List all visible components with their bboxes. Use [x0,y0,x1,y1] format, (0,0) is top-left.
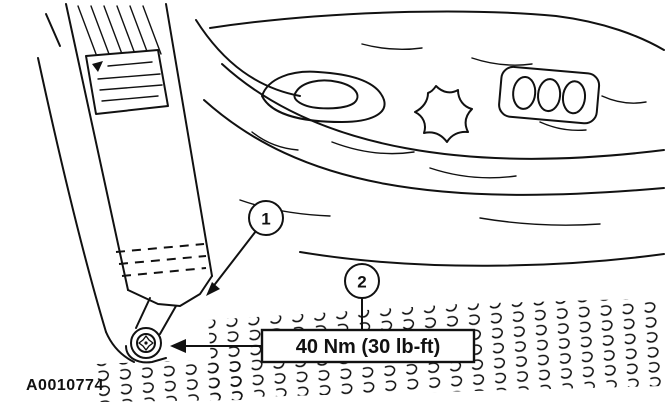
speaker-grille [498,65,601,125]
warning-label-tag [85,49,169,115]
callout-2-circle [344,263,380,299]
torque-spec-callout: 40 Nm (30 lb-ft) [170,328,476,364]
belt-hatching [77,5,162,55]
seat-belt-webbing [65,3,213,307]
callout-1: 1 [206,200,284,296]
torque-spec-box [260,328,476,364]
pillar-trim-lines [37,13,135,363]
window-crank-knob [414,85,473,143]
anchor-bolt-assembly [125,297,177,364]
callout-2-number: 2 [357,273,366,292]
belt-stitch-dashes [115,243,207,277]
callout-1-number: 1 [261,210,270,229]
callout-1-arrowhead-icon [206,282,220,296]
callout-2: 2 [344,263,380,331]
torque-arrowhead-icon [170,339,186,353]
door-panel-sketch [195,10,665,267]
figure-id-label: A0010774 [26,377,104,394]
callout-1-circle [248,200,284,236]
armrest-handle [261,70,386,123]
callout-1-leader-line [211,230,257,289]
torque-spec-text: 40 Nm (30 lb-ft) [296,336,440,358]
